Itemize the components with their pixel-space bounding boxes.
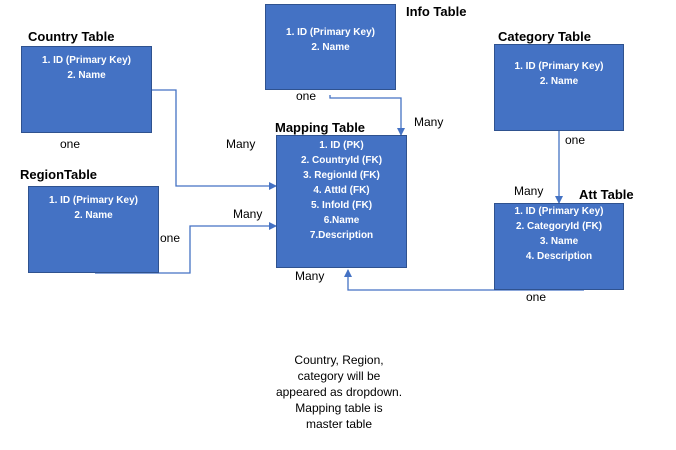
mapping-field-description: 7.Description: [309, 230, 374, 241]
region-field-id: 1. ID (Primary Key): [49, 195, 138, 206]
att-many-label: Many: [295, 269, 325, 283]
mapping-field-name: 6.Name: [323, 215, 360, 226]
note-line-1: Country, Region,: [294, 353, 384, 367]
category-many-label: Many: [514, 184, 544, 198]
region-one-label: one: [160, 231, 181, 245]
note-line-4: Mapping table is: [295, 401, 383, 415]
info-field-id: 1. ID (Primary Key): [286, 27, 375, 38]
region-table-box: 1. ID (Primary Key) 2. Name: [28, 186, 159, 273]
connector-region-mapping: [95, 222, 277, 274]
mapping-field-countryid: 2. CountryId (FK): [300, 155, 383, 166]
mapping-table-title: Mapping Table: [275, 120, 366, 135]
info-many-label: Many: [414, 115, 444, 129]
info-one-label: one: [296, 89, 317, 103]
diagram-note: Country, Region, category will be appear…: [264, 352, 414, 432]
mapping-field-attid: 4. AttId (FK): [313, 185, 370, 196]
att-field-name: 3. Name: [539, 236, 579, 247]
att-one-label: one: [526, 290, 547, 304]
category-table-title: Category Table: [498, 29, 591, 44]
mapping-field-regionid: 3. RegionId (FK): [303, 170, 380, 181]
connector-att-mapping: [344, 269, 584, 291]
mapping-field-infoid: 5. InfoId (FK): [310, 200, 373, 211]
att-field-categoryid: 2. CategoryId (FK): [515, 221, 603, 232]
att-table-box: 1. ID (Primary Key) 2. CategoryId (FK) 3…: [494, 203, 624, 290]
info-field-name: 2. Name: [311, 42, 350, 53]
note-line-2: category will be: [297, 369, 381, 383]
connector-country-mapping: [152, 89, 277, 190]
mapping-table-box: 1. ID (PK) 2. CountryId (FK) 3. RegionId…: [276, 135, 407, 268]
region-field-name: 2. Name: [74, 210, 113, 221]
country-table-title: Country Table: [28, 29, 115, 44]
att-table-title: Att Table: [579, 187, 634, 202]
att-field-description: 4. Description: [525, 251, 593, 262]
country-one-label: one: [60, 137, 81, 151]
info-table-box: 1. ID (Primary Key) 2. Name: [265, 4, 396, 90]
country-field-id: 1. ID (Primary Key): [42, 55, 131, 66]
connector-info-mapping: [329, 95, 405, 136]
info-table-title: Info Table: [406, 4, 467, 19]
att-field-id: 1. ID (Primary Key): [514, 206, 604, 217]
country-table-box: 1. ID (Primary Key) 2. Name: [21, 46, 152, 133]
category-field-id: 1. ID (Primary Key): [514, 61, 604, 72]
country-many-label: Many: [226, 137, 256, 151]
region-table-title: RegionTable: [20, 167, 98, 182]
category-table-box: 1. ID (Primary Key) 2. Name: [494, 44, 624, 131]
country-field-name: 2. Name: [67, 70, 106, 81]
category-field-name: 2. Name: [539, 76, 579, 87]
category-one-label: one: [565, 133, 586, 147]
note-line-5: master table: [305, 417, 373, 431]
region-many-label: Many: [233, 207, 263, 221]
note-line-3: appeared as dropdown.: [275, 385, 403, 399]
mapping-field-id: 1. ID (PK): [319, 140, 364, 151]
